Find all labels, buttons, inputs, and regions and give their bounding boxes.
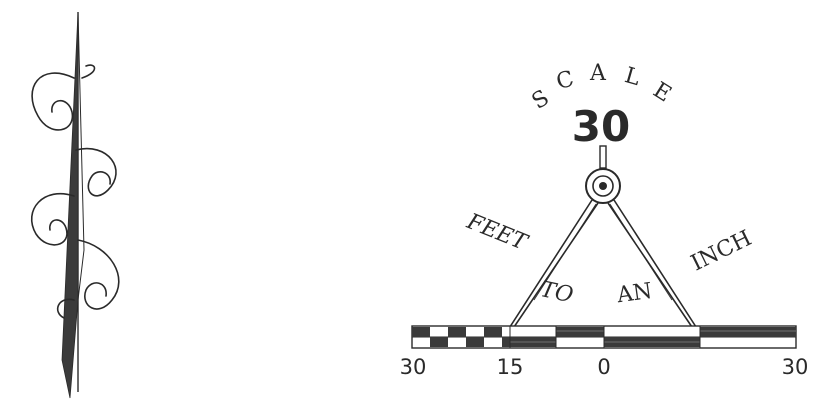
scale-letter-e: E bbox=[649, 78, 676, 108]
ribbon-flourish bbox=[30, 64, 120, 319]
scale-letter-l: L bbox=[622, 63, 643, 91]
bar-label-30-left: 30 bbox=[400, 355, 427, 379]
scale-number: 30 bbox=[572, 102, 630, 151]
scale-word: S C A L E bbox=[528, 61, 676, 115]
caption-feet: FEET bbox=[462, 209, 532, 257]
caption-an: AN bbox=[615, 279, 654, 309]
bar-label-15: 15 bbox=[497, 355, 524, 379]
caption-to: TO bbox=[538, 277, 575, 308]
scale-letter-s: S bbox=[528, 86, 554, 115]
caption-inch: INCH bbox=[687, 226, 755, 277]
dividers-compass-icon bbox=[507, 145, 699, 331]
scale-letter-c: C bbox=[554, 67, 577, 96]
bar-label-30-right: 30 bbox=[782, 355, 809, 379]
bar-label-0: 0 bbox=[597, 355, 610, 379]
scale-bar bbox=[411, 325, 797, 349]
north-arrow-icon bbox=[30, 11, 120, 399]
scale-letter-a: A bbox=[589, 61, 607, 86]
